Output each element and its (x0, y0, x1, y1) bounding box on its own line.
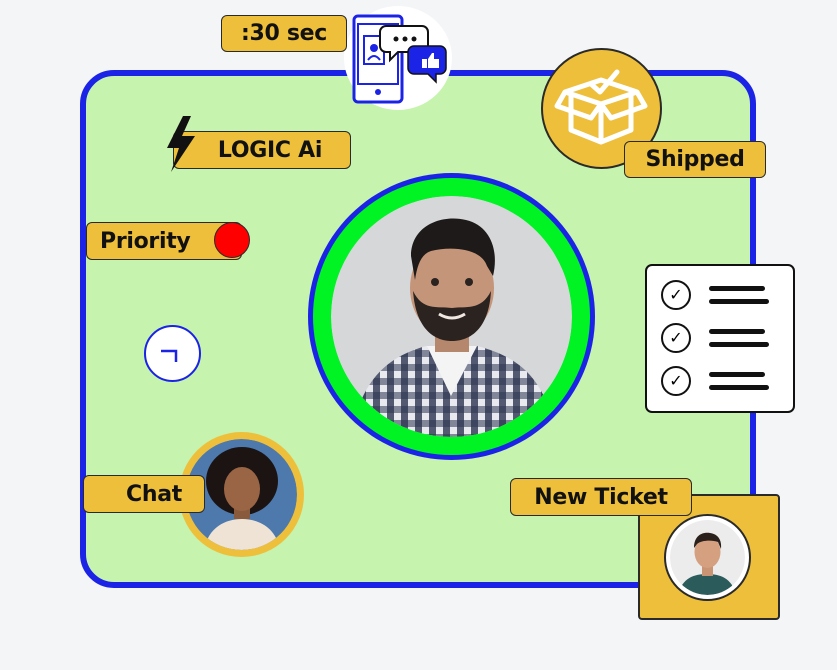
checklist-item: ✓ (661, 323, 781, 357)
man-portrait-image (331, 196, 572, 437)
ticket-avatar (664, 514, 751, 601)
priority-label: Priority (100, 228, 191, 254)
timer-label: :30 sec (240, 21, 328, 46)
timer-badge: :30 sec (221, 15, 347, 52)
priority-dot (214, 222, 250, 258)
check-icon: ✓ (661, 323, 691, 353)
shipped-badge: Shipped (624, 141, 766, 178)
phone-chat-illustration (344, 6, 452, 110)
new-ticket-badge: New Ticket (510, 478, 692, 516)
lightning-bolt-icon (167, 116, 195, 172)
shipped-label: Shipped (645, 147, 745, 172)
chat-badge: Chat (83, 475, 205, 513)
woman-portrait-image (186, 439, 297, 550)
phone-chat-icon (352, 14, 447, 104)
checklist-card: ✓ ✓ ✓ (645, 264, 795, 413)
loading-spinner-icon (144, 325, 201, 382)
package-check-icon (554, 69, 648, 145)
check-icon: ✓ (661, 366, 691, 396)
logic-ai-label: LOGIC Ai (217, 137, 323, 163)
man-smiling-image (670, 520, 745, 595)
main-avatar (308, 173, 595, 460)
check-icon: ✓ (661, 280, 691, 310)
new-ticket-label: New Ticket (534, 484, 668, 510)
logic-ai-badge: LOGIC Ai (173, 131, 351, 169)
chat-label: Chat (126, 481, 182, 507)
checklist-item: ✓ (661, 280, 781, 314)
checklist-item: ✓ (661, 366, 781, 400)
